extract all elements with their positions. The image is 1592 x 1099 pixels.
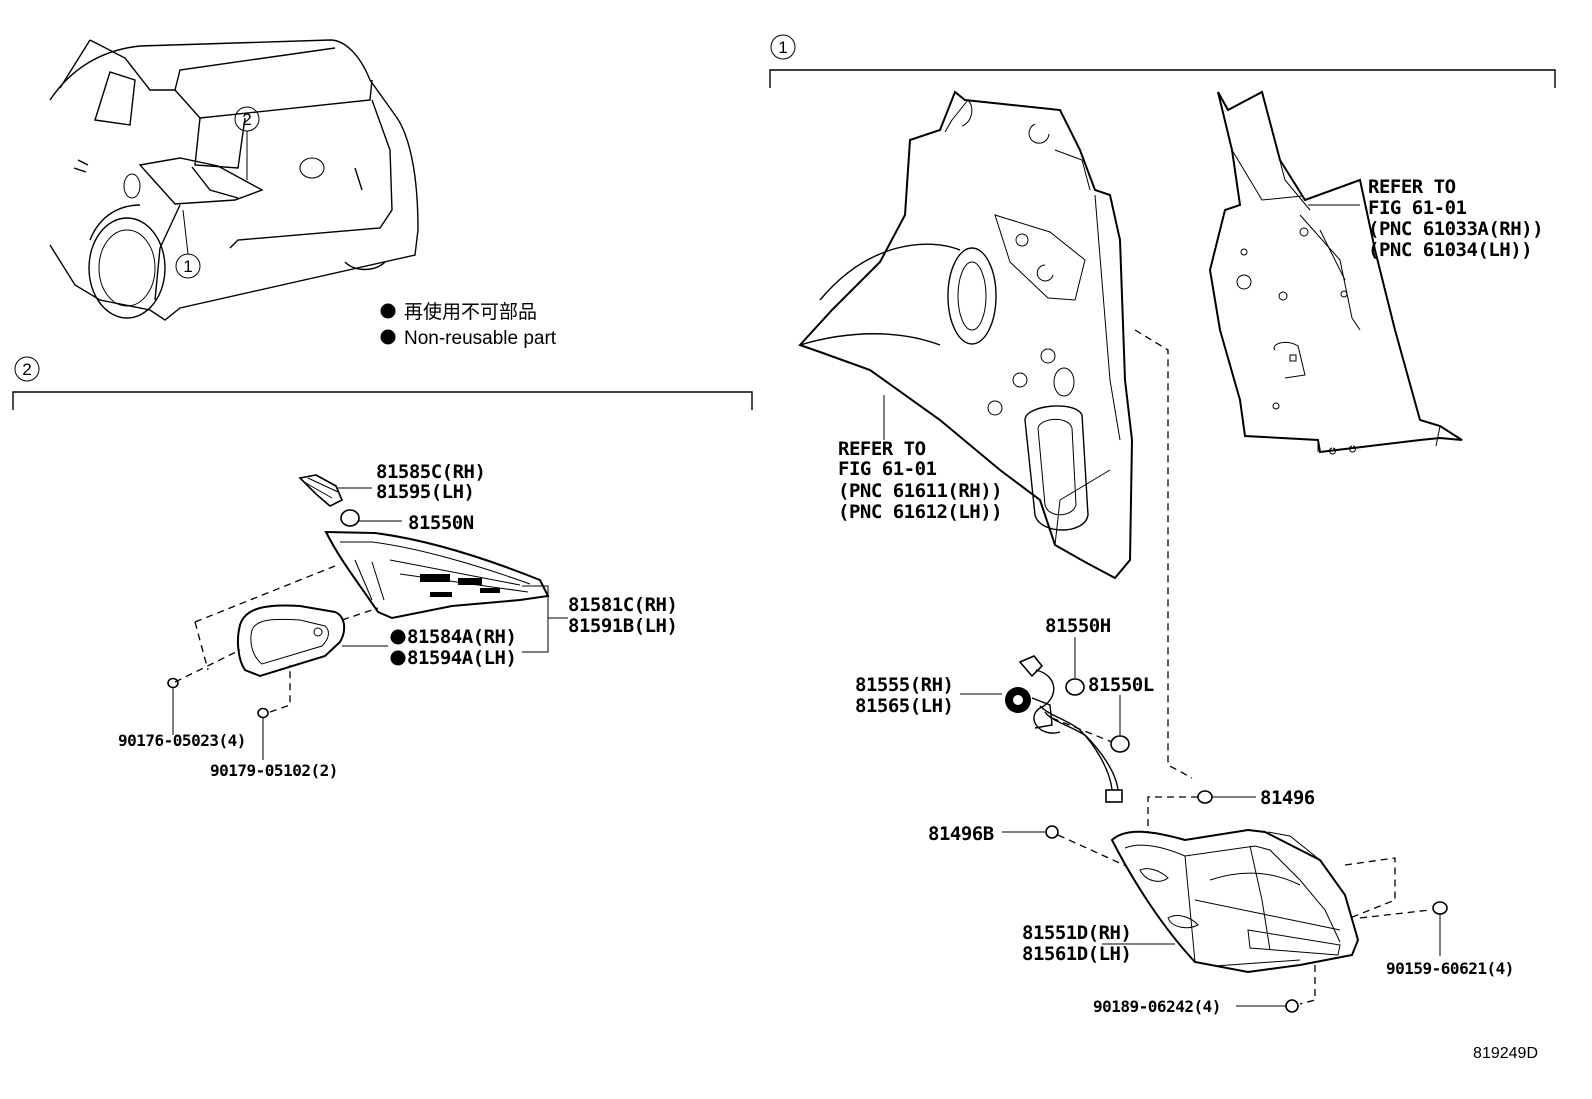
label-81550h: 81550H [1045, 615, 1111, 637]
quarter-panel [798, 90, 1134, 580]
non-reusable-dot-icon [390, 650, 406, 666]
legend: 再使用不可部品 Non-reusable part [380, 301, 557, 349]
clip-81496 [1197, 790, 1213, 804]
refer-right-line2: FIG 61-01 [1368, 197, 1467, 219]
bulb-81550h [1065, 678, 1085, 696]
non-reusable-dot-icon [390, 629, 406, 645]
label-90176: 90176-05023(4) [118, 731, 246, 750]
refer-left-line3: (PNC 61611(RH)) [838, 480, 1002, 502]
diagram-code: 819249D [1473, 1045, 1538, 1062]
legend-japanese: 再使用不可部品 [404, 301, 537, 323]
bulb-81550n [340, 509, 360, 527]
non-reusable-dot-icon [380, 303, 396, 319]
refer-left-line1: REFER TO [838, 438, 926, 460]
section-1-bracket [769, 69, 1556, 88]
label-81565: 81565(LH) [855, 695, 953, 717]
refer-left-line2: FIG 61-01 [838, 458, 937, 480]
section-2-bracket [12, 391, 753, 410]
refer-right-line1: REFER TO [1368, 176, 1456, 198]
refer-right-line4: (PNC 61034(LH)) [1368, 239, 1532, 261]
screw-90176 [167, 677, 179, 735]
refer-left-line4: (PNC 61612(LH)) [838, 501, 1002, 523]
label-81581c: 81581C(RH) [568, 594, 677, 616]
non-reusable-dot-icon [380, 329, 396, 345]
label-81591b: 81591B(LH) [568, 615, 677, 637]
label-81561d: 81561D(LH) [1022, 943, 1131, 965]
section-2-marker: 2 [22, 360, 31, 379]
screw-90159 [1432, 901, 1448, 956]
label-81551d: 81551D(RH) [1022, 922, 1131, 944]
car-callout-1: 1 [183, 257, 192, 276]
clip-81496b [1045, 825, 1059, 839]
rear-lamp-81551d [1110, 828, 1360, 974]
label-90179: 90179-05102(2) [210, 761, 338, 780]
screw-90189 [1236, 999, 1299, 1013]
car-overview: 1 2 [49, 39, 419, 321]
label-81594a: 81594A(LH) [407, 647, 516, 669]
section-2: 2 [12, 356, 753, 780]
section-1-marker: 1 [778, 38, 787, 57]
screw-90179 [257, 707, 269, 760]
refer-right-line3: (PNC 61033A(RH)) [1368, 218, 1543, 240]
car-callout-2: 2 [242, 110, 251, 129]
bulb-81550l [1110, 735, 1130, 753]
label-81584a: 81584A(RH) [407, 626, 516, 648]
label-81555: 81555(RH) [855, 674, 953, 696]
label-81496b: 81496B [928, 823, 994, 845]
legend-english: Non-reusable part [404, 328, 557, 349]
section-1: 1 [769, 34, 1556, 1016]
inner-lamp-81581c [324, 530, 550, 620]
gasket-81584a [236, 604, 346, 678]
label-81550l: 81550L [1088, 674, 1154, 696]
socket-harness-81555 [1005, 655, 1123, 803]
label-81496: 81496 [1260, 787, 1315, 809]
inner-panel [1208, 90, 1463, 455]
label-90189: 90189-06242(4) [1093, 997, 1221, 1016]
label-81585c: 81585C(RH) [376, 461, 485, 483]
label-90159: 90159-60621(4) [1386, 959, 1514, 978]
label-81595: 81595(LH) [376, 481, 474, 503]
label-81550n: 81550N [408, 512, 474, 534]
